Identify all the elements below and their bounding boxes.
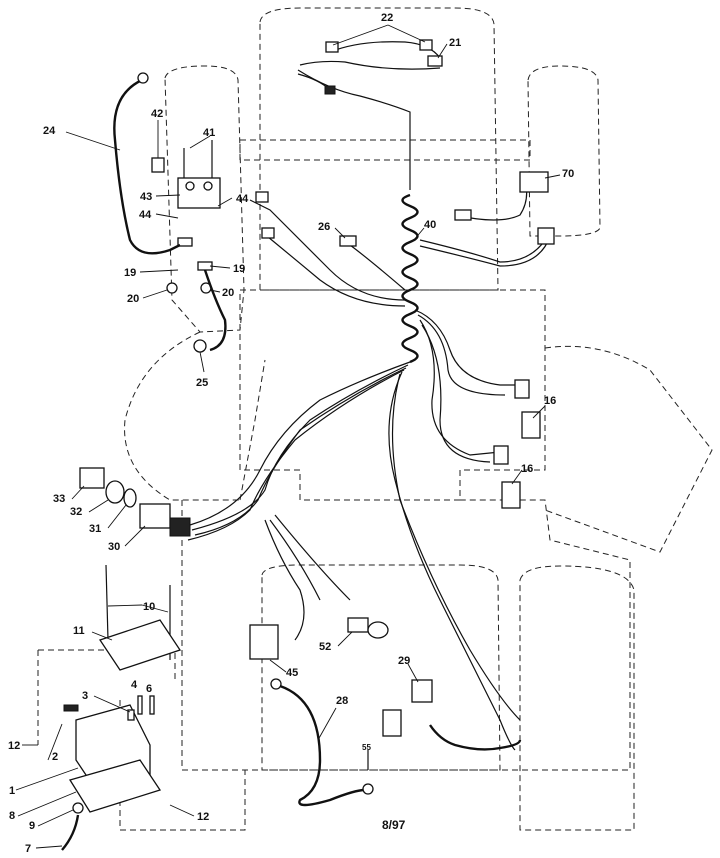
callout-33: 33 (53, 493, 65, 505)
solenoid-terminal-b (203, 181, 213, 191)
callout-20-right: 20 (222, 287, 234, 299)
module-45 (249, 624, 279, 660)
hold-down-11 (98, 619, 182, 671)
battery-tray-8 (68, 759, 162, 813)
connector-70-lower (537, 227, 555, 245)
callout-3: 3 (82, 690, 88, 702)
solenoid-43 (177, 177, 221, 209)
cap-42 (151, 157, 165, 173)
callout-45: 45 (286, 667, 298, 679)
connector-52 (347, 617, 369, 633)
connector-mid-right (454, 209, 472, 221)
callout-30: 30 (108, 541, 120, 553)
ignition-switch-30 (139, 503, 171, 529)
coiled-loom-40 (401, 193, 419, 364)
bracket-19b (197, 261, 213, 271)
connector-22b (419, 39, 433, 51)
bolt-2 (63, 704, 79, 712)
cable-28-eyelet-bottom (362, 783, 374, 795)
connector-left-a (261, 227, 275, 239)
callout-40: 40 (424, 219, 436, 231)
callout-16-lower: 16 (521, 463, 533, 475)
connector-70 (519, 171, 549, 193)
callout-55: 55 (362, 743, 371, 752)
battery-assembly (61, 564, 182, 851)
boot-9 (72, 802, 84, 814)
bracket-19a (177, 237, 193, 247)
connector-22a (325, 41, 339, 53)
callout-41: 41 (203, 127, 215, 139)
lower-components (249, 617, 522, 751)
callout-16-upper: 16 (544, 395, 556, 407)
callout-11: 11 (73, 625, 85, 637)
nut-32 (105, 480, 125, 504)
leader-lines (15, 24, 561, 849)
callout-12-bottom: 12 (197, 811, 209, 823)
callout-7: 7 (25, 843, 31, 855)
relay-29 (411, 679, 433, 703)
cable-25-eyelet (193, 339, 207, 353)
connector-upper-16 (514, 379, 530, 399)
callout-9: 9 (29, 820, 35, 832)
solenoid-terminal-a (185, 181, 195, 191)
callout-19-left: 19 (124, 267, 136, 279)
branch-70 (419, 171, 555, 267)
callout-22: 22 (381, 12, 393, 24)
callout-43: 43 (140, 191, 152, 203)
bolt-4 (137, 695, 143, 715)
callout-44-right: 44 (236, 193, 249, 205)
callout-21: 21 (449, 37, 461, 49)
connector-top-small (324, 85, 336, 95)
callout-26: 26 (318, 221, 330, 233)
callout-labels: 22 21 24 42 41 43 44 44 19 19 20 20 25 2… (8, 12, 574, 855)
cable-25 (193, 269, 227, 353)
callout-70: 70 (562, 168, 574, 180)
cable-28-eyelet-top (270, 678, 282, 690)
callout-12-left: 12 (8, 740, 20, 752)
connector-left-b (255, 191, 269, 203)
connector-lower-mid (382, 709, 402, 737)
nut-3 (127, 709, 135, 721)
washer-31 (123, 488, 137, 508)
callout-20-left: 20 (127, 293, 139, 305)
callout-32: 32 (70, 506, 82, 518)
branch-solenoid (249, 191, 406, 307)
callout-42: 42 (151, 108, 163, 120)
callout-1: 1 (9, 785, 15, 797)
switch-16b (501, 481, 521, 509)
nut-20a (166, 282, 178, 294)
cable-28 (270, 678, 374, 807)
callout-44-left: 44 (139, 209, 152, 221)
callout-28: 28 (336, 695, 348, 707)
connector-26 (339, 235, 357, 247)
connector-lower-16 (493, 445, 509, 465)
bolt-6 (149, 695, 155, 715)
callout-24: 24 (43, 125, 56, 137)
callout-2: 2 (52, 751, 58, 763)
callout-10: 10 (143, 601, 155, 613)
callout-4: 4 (131, 679, 138, 691)
callout-25: 25 (196, 377, 208, 389)
connector-21 (427, 55, 443, 67)
cable-24 (113, 72, 181, 255)
connector-52-loop (367, 621, 389, 639)
solenoid-assembly (151, 140, 221, 294)
date-code: 8/97 (382, 818, 406, 832)
callout-6: 6 (146, 683, 152, 695)
cable-24-eyelet (137, 72, 149, 84)
callout-19-right: 19 (233, 263, 245, 275)
callout-29: 29 (398, 655, 410, 667)
top-harness-branch (297, 39, 443, 190)
key-33 (79, 467, 105, 489)
switch-16a (521, 411, 541, 439)
callout-8: 8 (9, 810, 15, 822)
tractor-outline (37, 7, 713, 831)
lower-harness (187, 309, 541, 751)
ignition-assembly (79, 467, 191, 537)
callout-31: 31 (89, 523, 101, 535)
callout-52: 52 (319, 641, 331, 653)
ignition-plug (169, 517, 191, 537)
